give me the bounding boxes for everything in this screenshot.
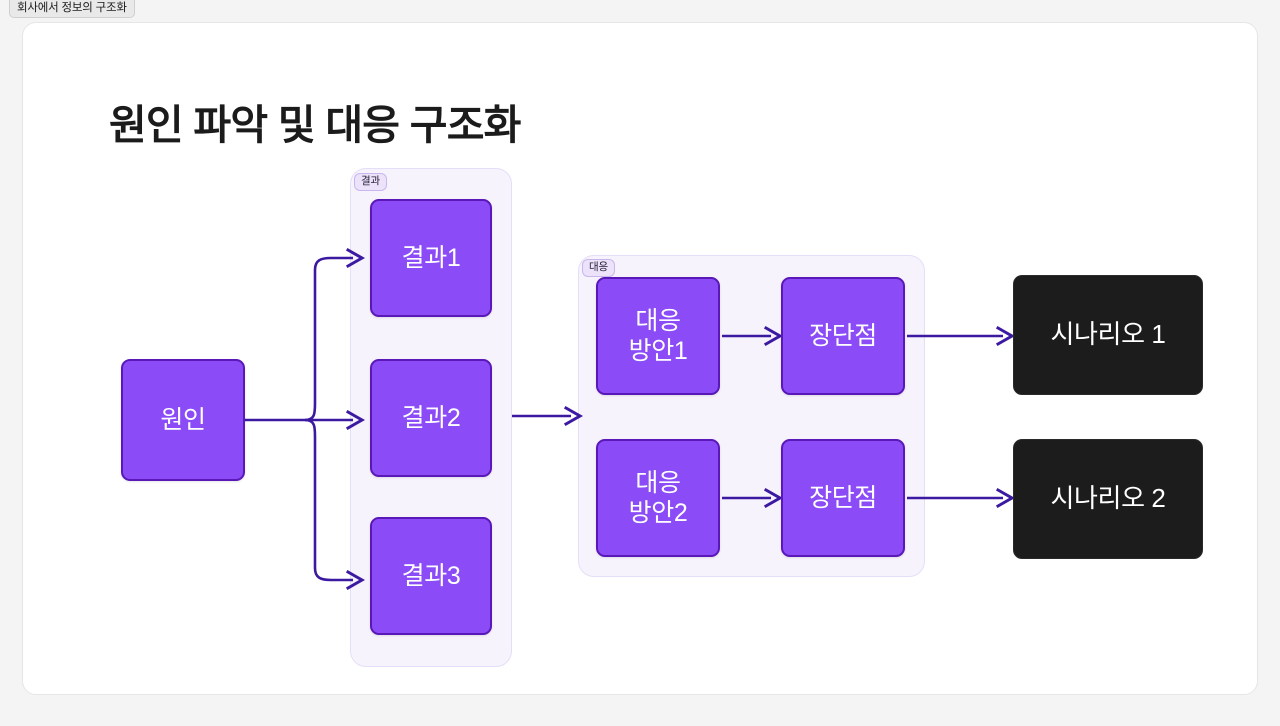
group-response-label: 대응 <box>582 259 615 277</box>
node-result-2[interactable]: 결과2 <box>370 359 492 477</box>
node-pros-cons-1[interactable]: 장단점 <box>781 277 905 395</box>
node-response-plan-2-label: 대응 방안2 <box>629 468 688 529</box>
node-response-plan-2-line2: 방안2 <box>628 499 688 527</box>
node-scenario-2-label: 시나리오 2 <box>1050 483 1166 514</box>
node-response-plan-2-line1: 대응 <box>635 468 681 497</box>
node-response-plan-1-label: 대응 방안1 <box>629 306 688 367</box>
node-scenario-2[interactable]: 시나리오 2 <box>1013 439 1203 559</box>
node-result-1-label: 결과1 <box>401 243 461 272</box>
group-result-label: 결과 <box>354 173 387 191</box>
node-response-plan-1[interactable]: 대응 방안1 <box>596 277 720 395</box>
node-result-2-label: 결과2 <box>401 403 461 432</box>
node-result-1[interactable]: 결과1 <box>370 199 492 317</box>
node-result-3-label: 결과3 <box>401 561 461 590</box>
window-tab-label[interactable]: 회사에서 정보의 구조화 <box>9 0 135 18</box>
node-response-plan-2[interactable]: 대응 방안2 <box>596 439 720 557</box>
node-response-plan-1-line1: 대응 <box>635 306 681 335</box>
node-response-plan-1-line2: 방안1 <box>628 337 688 365</box>
arrowhead-scenario2 <box>995 487 1016 509</box>
slide-card: 원인 파악 및 대응 구조화 결과 대응 <box>22 22 1258 695</box>
node-result-3[interactable]: 결과3 <box>370 517 492 635</box>
edge-cause-to-result3 <box>304 418 353 582</box>
node-scenario-1-label: 시나리오 1 <box>1050 319 1166 350</box>
node-pros-cons-2-label: 장단점 <box>809 483 877 512</box>
node-pros-cons-1-label: 장단점 <box>809 321 877 350</box>
node-cause[interactable]: 원인 <box>121 359 245 481</box>
edge-cause-to-result1 <box>304 256 353 422</box>
arrowhead-scenario1 <box>995 325 1016 347</box>
page-title: 원인 파악 및 대응 구조화 <box>109 102 521 148</box>
node-scenario-1[interactable]: 시나리오 1 <box>1013 275 1203 395</box>
node-cause-label: 원인 <box>160 405 206 434</box>
node-pros-cons-2[interactable]: 장단점 <box>781 439 905 557</box>
